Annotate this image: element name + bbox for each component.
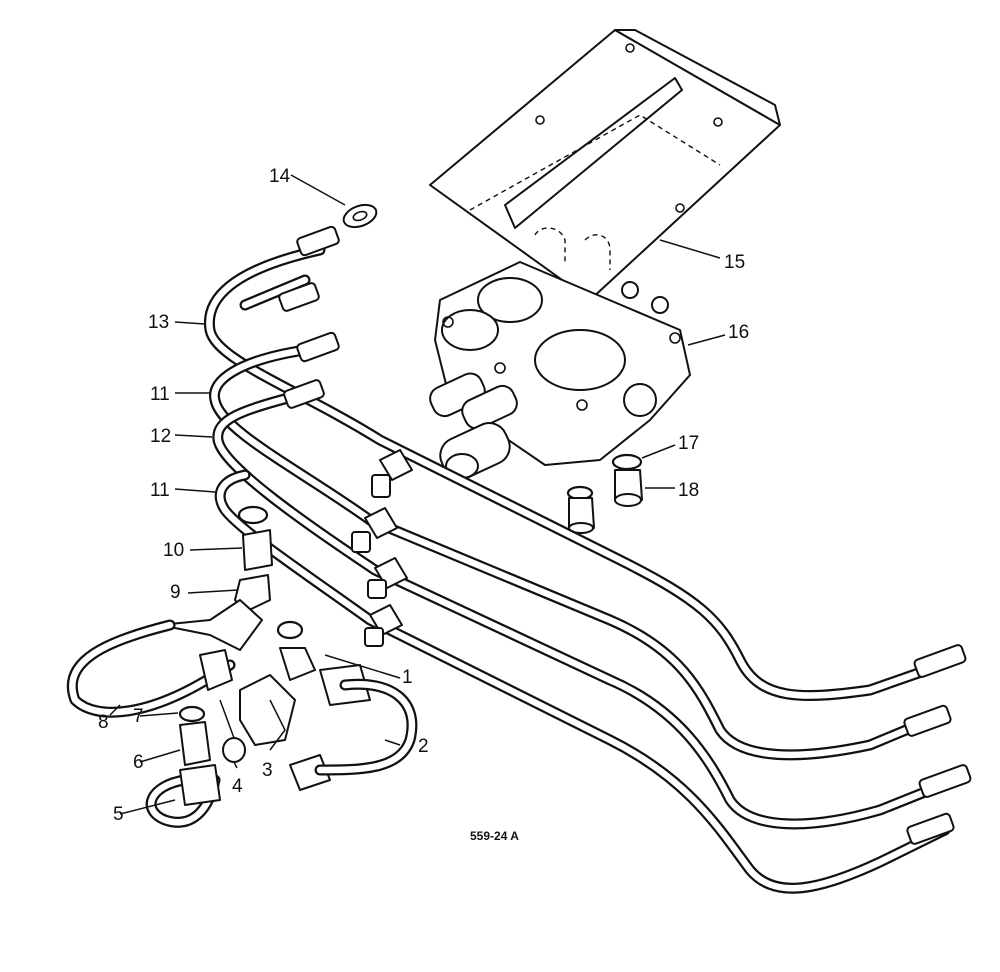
callout-17: 17 bbox=[678, 433, 699, 454]
callout-5: 5 bbox=[113, 804, 124, 825]
nut-14 bbox=[342, 203, 378, 229]
pipe-end-fittings bbox=[278, 225, 972, 845]
callout-11-upper: 11 bbox=[150, 384, 170, 405]
pipe-run bbox=[203, 244, 956, 894]
callout-10: 10 bbox=[163, 540, 184, 561]
callout-12: 12 bbox=[150, 426, 171, 447]
tee-connectors bbox=[351, 449, 413, 647]
callout-2: 2 bbox=[418, 736, 429, 757]
callout-13: 13 bbox=[148, 312, 169, 333]
callout-4: 4 bbox=[232, 776, 243, 797]
callout-6: 6 bbox=[133, 752, 144, 773]
callout-11-lower: 11 bbox=[150, 480, 170, 501]
callout-7: 7 bbox=[133, 706, 144, 727]
drawing-reference-code: 559-24 A bbox=[470, 829, 519, 843]
control-valve bbox=[429, 261, 691, 480]
callout-labels: 1 2 3 4 5 6 7 8 9 10 11 12 11 13 14 15 1… bbox=[98, 166, 749, 825]
valve-adapters bbox=[566, 453, 643, 534]
callout-9: 9 bbox=[170, 582, 181, 603]
leader-lines bbox=[109, 174, 726, 815]
left-fittings bbox=[66, 505, 418, 828]
callout-16: 16 bbox=[728, 322, 749, 343]
callout-8: 8 bbox=[98, 712, 109, 733]
callout-3: 3 bbox=[262, 760, 273, 781]
callout-18: 18 bbox=[678, 480, 699, 501]
mounting-bracket bbox=[429, 29, 781, 301]
callout-14: 14 bbox=[269, 166, 291, 187]
callout-15: 15 bbox=[724, 252, 745, 273]
callout-1: 1 bbox=[402, 667, 413, 688]
